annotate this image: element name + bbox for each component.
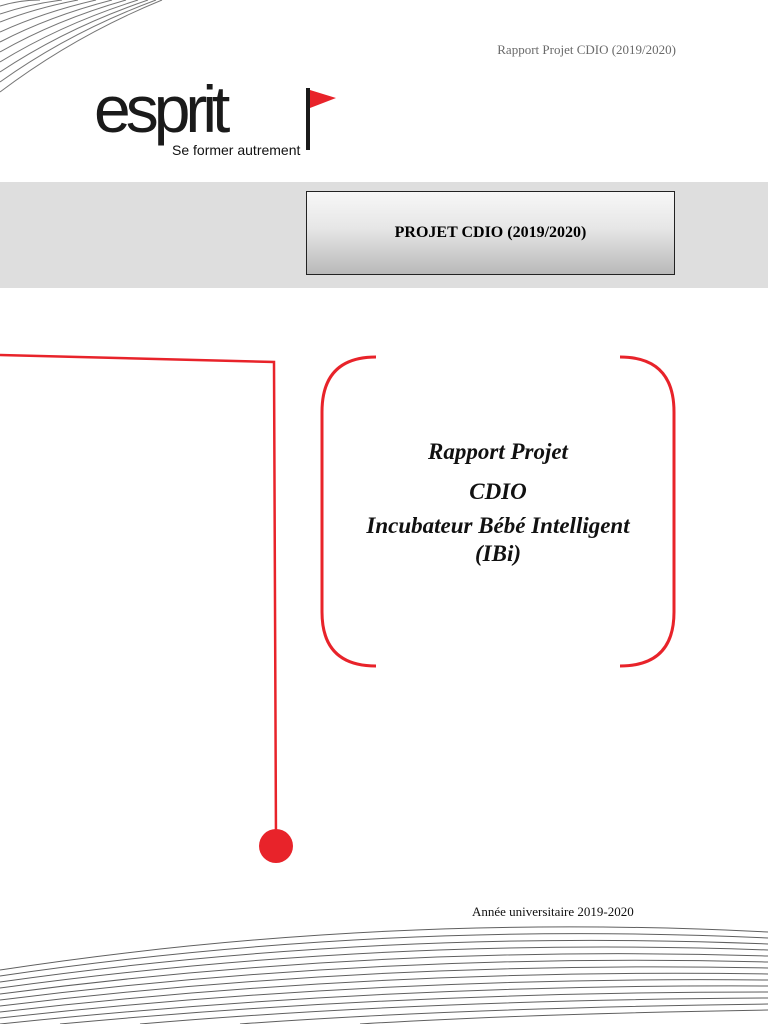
logo-tagline: Se former autrement xyxy=(172,142,301,158)
title-line-1: Rapport Projet xyxy=(428,439,568,464)
running-header: Rapport Projet CDIO (2019/2020) xyxy=(497,42,676,57)
project-banner: PROJET CDIO (2019/2020) xyxy=(306,191,675,275)
flag-icon xyxy=(306,88,336,150)
left-bracket xyxy=(320,355,377,668)
title-line-3: Incubateur Bébé Intelligent xyxy=(366,513,630,538)
logo-wordmark: esprit xyxy=(94,72,230,146)
esprit-logo: esprit Se former autrement xyxy=(92,76,342,162)
project-title: PROJET CDIO (2019/2020) xyxy=(394,224,587,241)
bottom-swoosh xyxy=(0,926,768,1024)
top-left-swoosh xyxy=(0,0,163,93)
academic-year: Année universitaire 2019-2020 xyxy=(472,904,634,919)
right-bracket xyxy=(619,355,676,668)
title-line-2: CDIO xyxy=(469,479,527,504)
report-title-block: Rapport Projet CDIO Incubateur Bébé Inte… xyxy=(330,432,666,568)
title-line-4: (IBi) xyxy=(475,541,521,566)
red-connector-line xyxy=(0,353,278,843)
red-dot xyxy=(259,829,293,863)
